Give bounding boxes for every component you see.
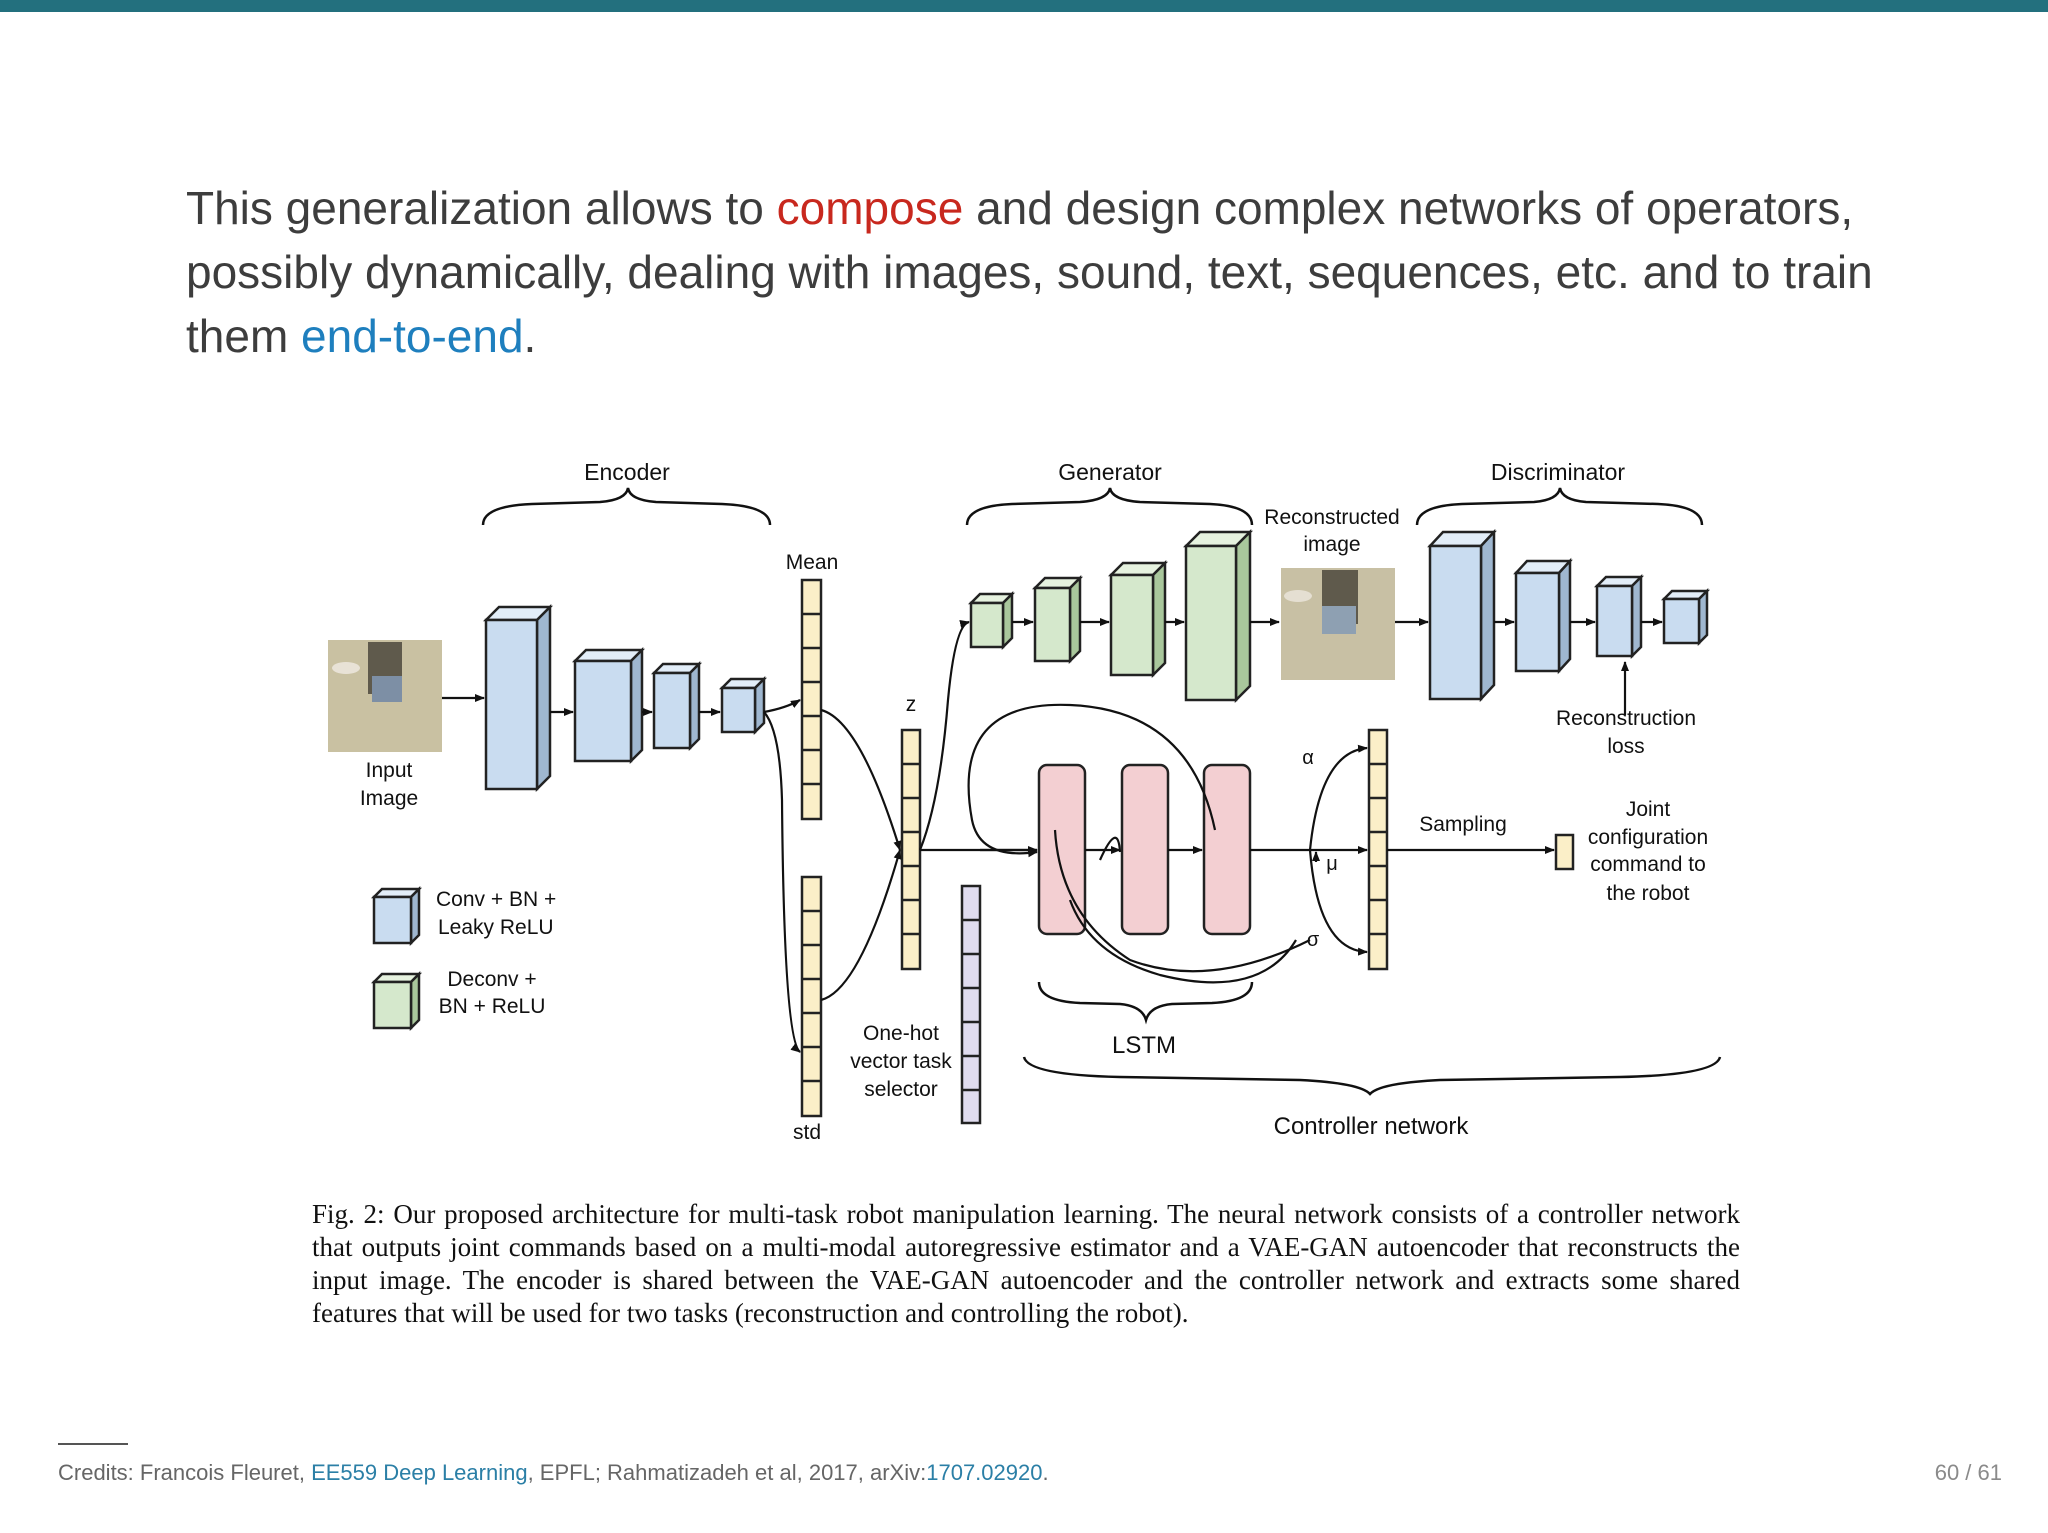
joint-label-4: the robot: [1607, 882, 1690, 905]
recon-loss-label-2: loss: [1607, 735, 1644, 758]
braces: [481, 487, 1722, 1096]
std-label: std: [793, 1121, 821, 1144]
input-image: [328, 640, 442, 752]
joint-label-3: command to: [1590, 853, 1706, 876]
paragraph-part2: and design complex networks of operators…: [186, 182, 1873, 362]
generator-label: Generator: [1058, 459, 1162, 485]
encoder-blocks: [482, 603, 768, 793]
discriminator-blocks: [1427, 528, 1711, 703]
onehot-label-3: selector: [864, 1078, 938, 1101]
figure-caption: Fig. 2: Our proposed architecture for mu…: [312, 1199, 1740, 1328]
input-label-1: Input: [366, 759, 413, 782]
slide-paragraph: This generalization allows to compose an…: [186, 176, 1906, 368]
legend: [370, 885, 423, 1032]
credits-prefix: Credits: Francois Fleuret,: [58, 1460, 312, 1485]
highlight-end-to-end: end-to-end: [301, 310, 524, 362]
legend-conv-swatch: [372, 895, 413, 945]
reconstructed-label-1: Reconstructed: [1264, 506, 1399, 529]
mean-label: Mean: [786, 551, 839, 574]
input-label-2: Image: [360, 787, 418, 810]
credits: Credits: Francois Fleuret, EE559 Deep Le…: [58, 1460, 1049, 1486]
onehot-label-1: One-hot: [863, 1022, 939, 1045]
mu-label: μ: [1326, 853, 1338, 875]
reconstructed-image: [1281, 568, 1395, 680]
lstm-cells: [1037, 763, 1252, 936]
legend-conv-label-2: Leaky ReLU: [438, 916, 554, 939]
highlight-compose: compose: [776, 182, 964, 234]
discriminator-label: Discriminator: [1491, 459, 1626, 485]
paragraph-part1: This generalization allows to: [186, 182, 777, 234]
legend-conv-label-1: Conv + BN +: [436, 888, 556, 911]
joint-label-2: configuration: [1588, 826, 1708, 849]
sampling-label: Sampling: [1419, 813, 1507, 836]
paragraph-part3: .: [523, 310, 537, 362]
vector-stacks: [800, 578, 1575, 1125]
credits-mid: , EPFL; Rahmatizadeh et al, 2017, arXiv:: [527, 1460, 927, 1485]
lstm-label: LSTM: [1112, 1032, 1176, 1059]
legend-deconv-label-2: BN + ReLU: [439, 995, 546, 1018]
encoder-label: Encoder: [584, 459, 670, 485]
course-link[interactable]: EE559 Deep Learning: [311, 1460, 528, 1485]
reconstructed-label-2: image: [1303, 533, 1360, 556]
z-label: z: [906, 693, 917, 716]
top-accent-bar: [0, 0, 2048, 12]
legend-deconv-label-1: Deconv +: [447, 968, 536, 991]
legend-deconv-swatch: [372, 980, 413, 1030]
joint-label-1: Joint: [1626, 798, 1671, 821]
sigma-label: σ: [1307, 929, 1320, 951]
recon-loss-label-1: Reconstruction: [1556, 707, 1696, 730]
credits-end: .: [1042, 1460, 1049, 1485]
arxiv-link[interactable]: 1707.02920: [926, 1460, 1043, 1485]
generator-blocks: [967, 528, 1254, 704]
alpha-label: α: [1302, 747, 1314, 769]
controller-label: Controller network: [1274, 1113, 1470, 1140]
onehot-label-2: vector task: [850, 1050, 952, 1073]
footer-rule: [58, 1443, 128, 1445]
connections: [442, 618, 1663, 1053]
page-number: 60 / 61: [1934, 1460, 2002, 1485]
